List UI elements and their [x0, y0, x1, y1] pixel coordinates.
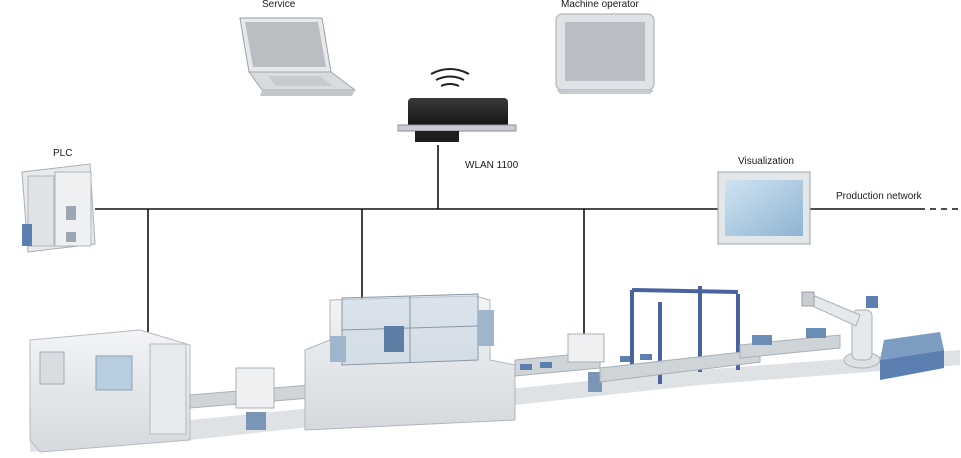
machine-operator-label: Machine operator: [561, 0, 639, 10]
laptop-icon: [239, 17, 357, 96]
wlan-label: WLAN 1100: [465, 160, 519, 171]
robot-arm: [801, 291, 944, 380]
wlan-device: [397, 98, 517, 142]
visualization-label: Visualization: [738, 156, 794, 167]
plc-label: PLC: [53, 148, 73, 159]
service-label: Service: [262, 0, 296, 10]
visualization-panel: [717, 171, 811, 245]
network-bus: [95, 145, 961, 340]
wifi-signal-icon: [430, 68, 470, 87]
tablet-icon: [555, 13, 655, 94]
production-network-label: Production network: [836, 191, 922, 202]
plc-device: [21, 163, 96, 253]
production-line: [29, 286, 960, 453]
